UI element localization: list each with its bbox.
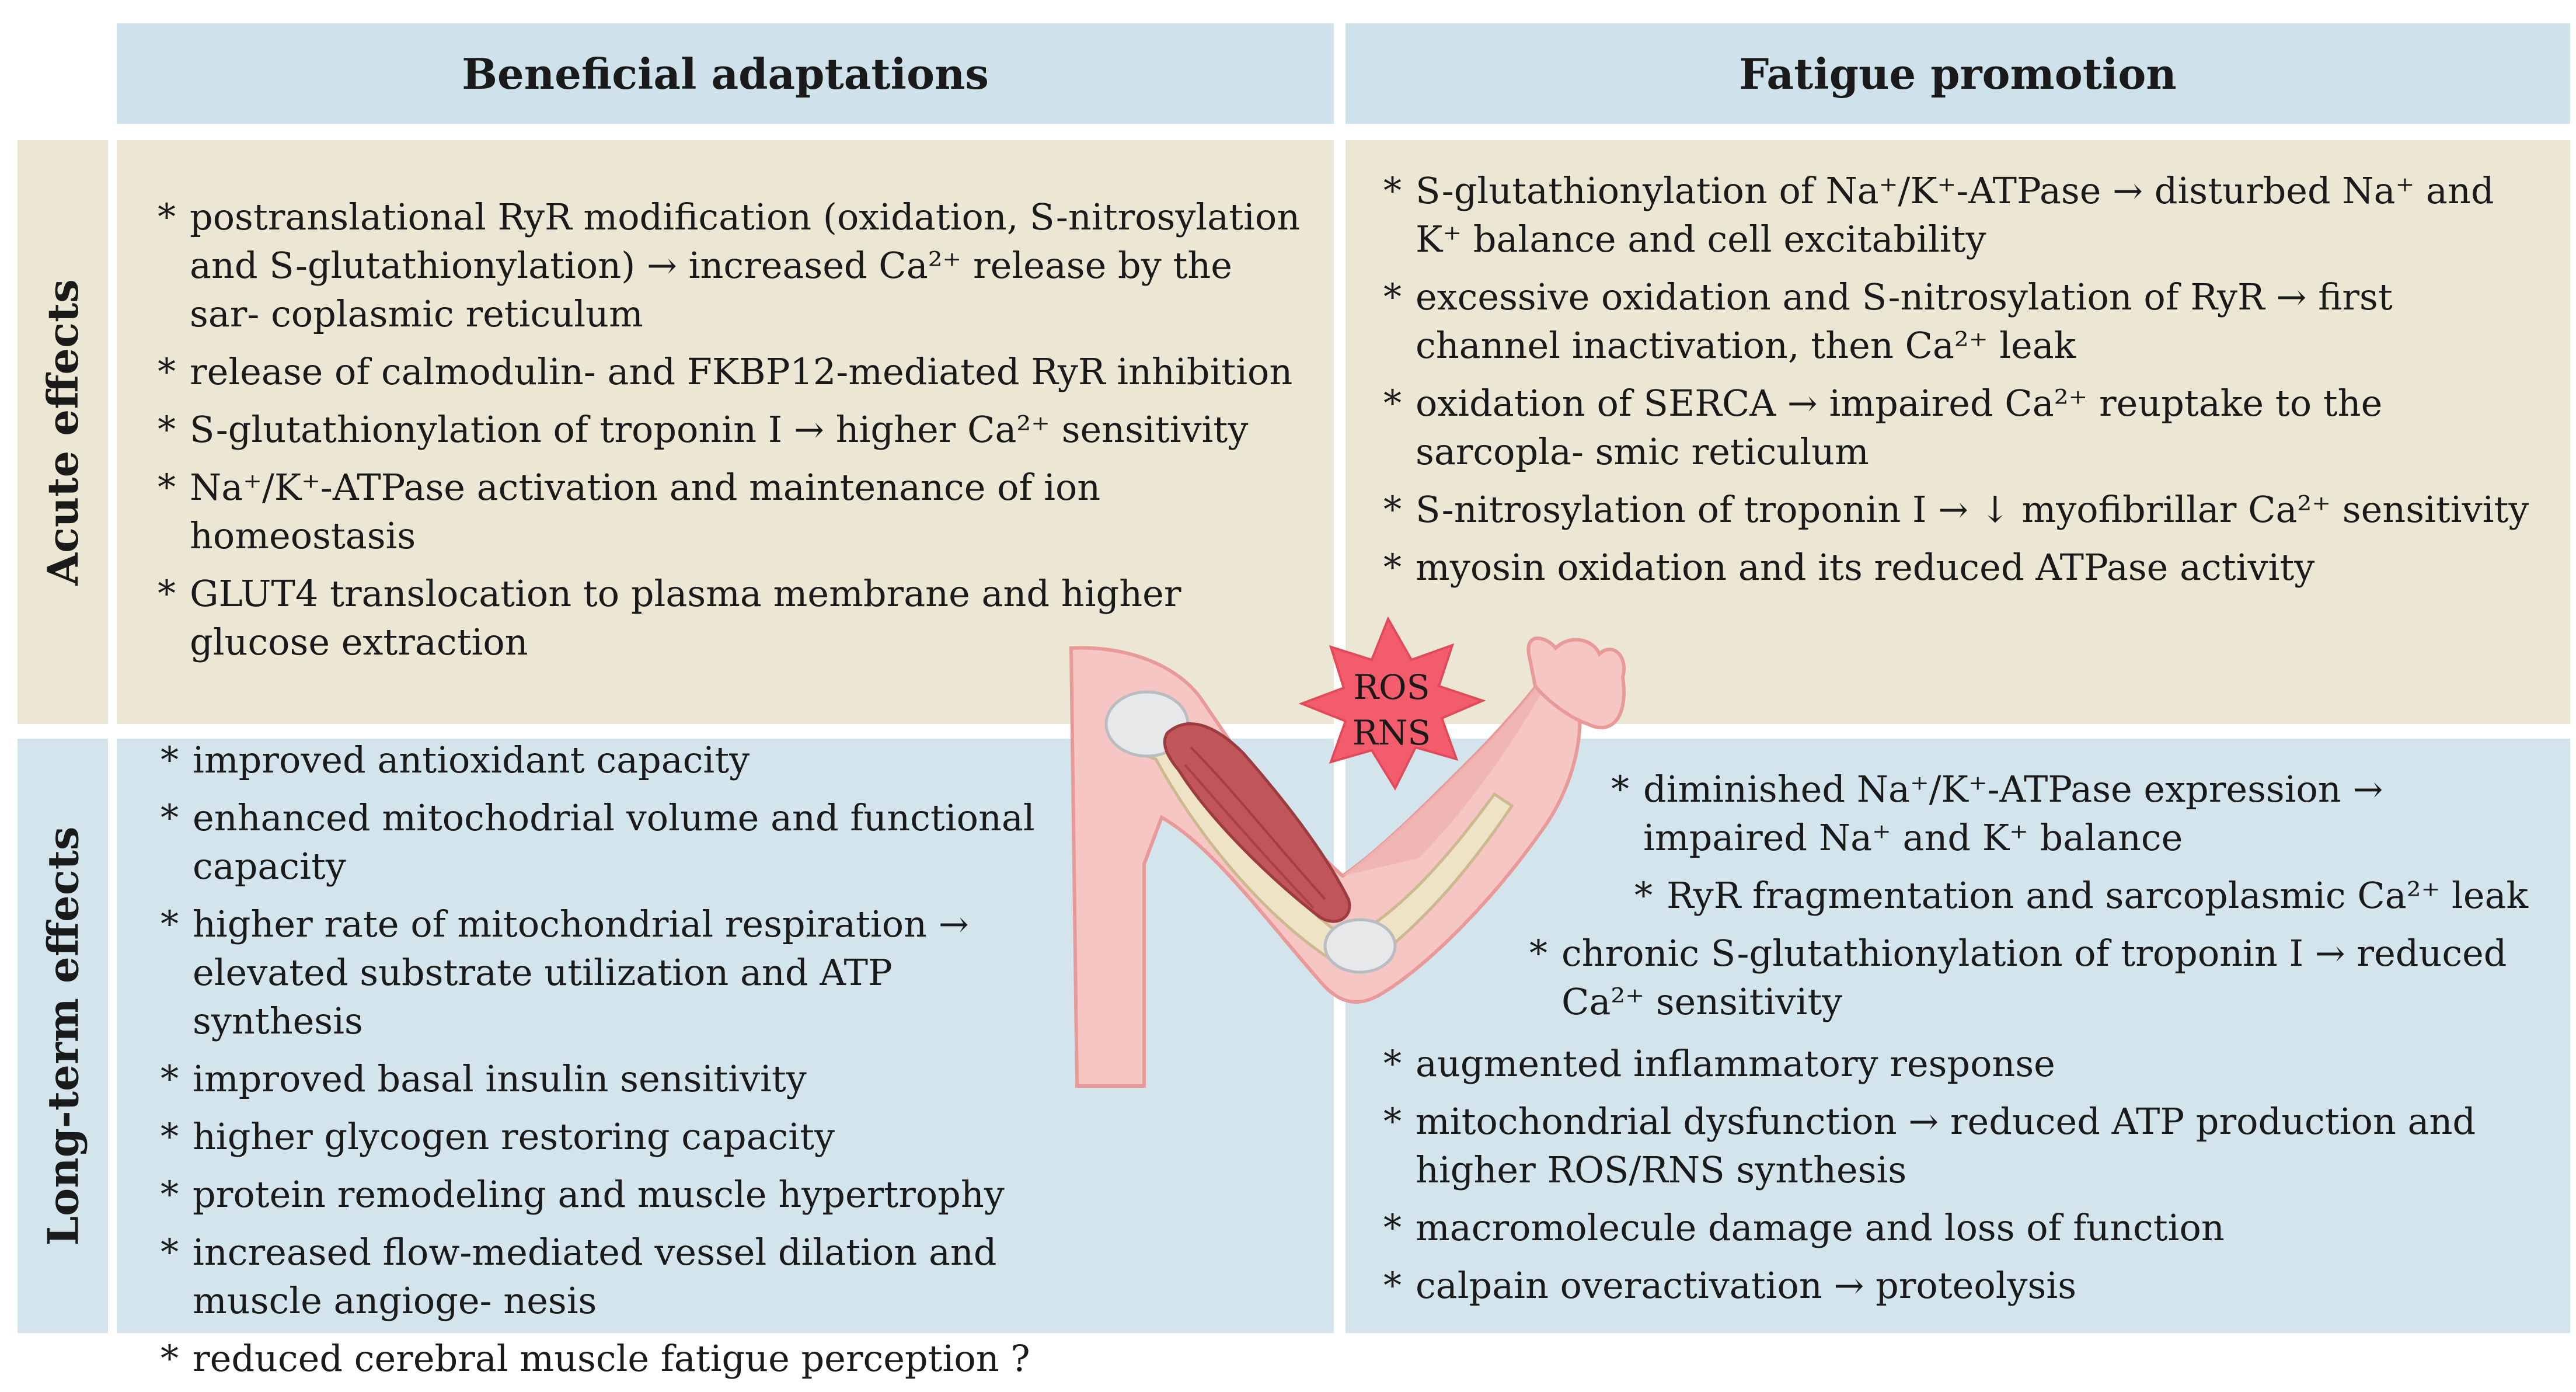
list-item: enhanced mitochodrial volume and functio… [161, 794, 1071, 890]
acute-beneficial-list: postranslational RyR modification (oxida… [158, 193, 1302, 676]
list-item: excessive oxidation and S-nitrosylation … [1383, 273, 2545, 370]
list-item: GLUT4 translocation to plasma membrane a… [158, 569, 1302, 666]
acute-fatigue-list: S-glutathionylation of Na⁺/K⁺-ATPase → d… [1383, 166, 2545, 601]
column-header-fatigue: Fatigue promotion [1345, 23, 2570, 124]
list-item: increased flow-mediated vessel dilation … [161, 1228, 1071, 1325]
list-item: protein remodeling and muscle hypertroph… [161, 1170, 1071, 1219]
longterm-beneficial-list: improved antioxidant capacity enhanced m… [161, 736, 1071, 1392]
list-item: improved antioxidant capacity [161, 736, 1071, 784]
list-item: augmented inflammatory response [1383, 1039, 2545, 1088]
list-item: chronic S-glutathionylation of troponin … [1529, 929, 2545, 1026]
list-item: S-glutathionylation of Na⁺/K⁺-ATPase → d… [1383, 166, 2545, 263]
list-item: higher rate of mitochondrial respiration… [161, 900, 1071, 1045]
list-item: RyR fragmentation and sarcoplasmic Ca²⁺ … [1634, 871, 2545, 920]
list-item: improved basal insulin sensitivity [161, 1055, 1071, 1103]
column-title-beneficial: Beneficial adaptations [462, 48, 989, 99]
list-item: Na⁺/K⁺-ATPase activation and maintenance… [158, 463, 1302, 560]
list-item: oxidation of SERCA → impaired Ca²⁺ reupt… [1383, 379, 2545, 476]
column-title-fatigue: Fatigue promotion [1739, 48, 2177, 99]
list-item: diminished Na⁺/K⁺-ATPase expression → im… [1611, 765, 2545, 862]
list-item: calpain overactivation → proteolysis [1383, 1261, 2545, 1310]
row-title-acute: Acute effects [38, 279, 88, 586]
row-label-acute: Acute effects [18, 140, 108, 724]
list-item: reduced cerebral muscle fatigue percepti… [161, 1334, 1071, 1383]
list-item: S-nitrosylation of troponin I → ↓ myofib… [1383, 485, 2545, 534]
row-title-longterm: Long-term effects [38, 826, 88, 1245]
list-item: release of calmodulin- and FKBP12-mediat… [158, 347, 1302, 396]
column-header-beneficial: Beneficial adaptations [117, 23, 1334, 124]
list-item: mitochondrial dysfunction → reduced ATP … [1383, 1097, 2545, 1194]
list-item: postranslational RyR modification (oxida… [158, 193, 1302, 338]
list-item: higher glycogen restoring capacity [161, 1112, 1071, 1161]
list-item: myosin oxidation and its reduced ATPase … [1383, 543, 2545, 591]
longterm-fatigue-list: augmented inflammatory response mitochon… [1383, 1039, 2545, 1319]
list-item: S-glutathionylation of troponin I → high… [158, 405, 1302, 454]
row-label-longterm: Long-term effects [18, 739, 108, 1333]
list-item: macromolecule damage and loss of functio… [1383, 1203, 2545, 1252]
longterm-fatigue-indented-list: diminished Na⁺/K⁺-ATPase expression → im… [1529, 765, 2545, 1035]
